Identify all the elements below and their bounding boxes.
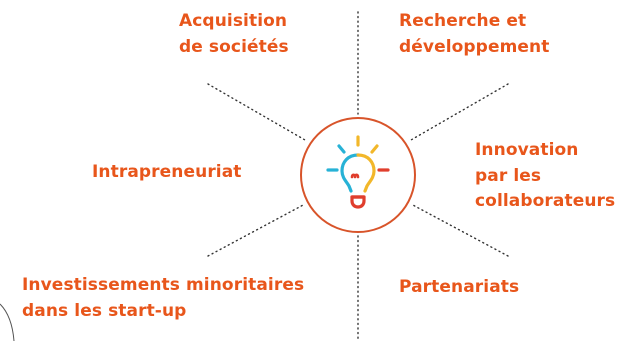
connector-upper-right [410, 83, 509, 141]
branch-innovation: Innovation par les collaborateurs [475, 138, 615, 215]
branch-acquisition-line-1: Acquisition [179, 11, 288, 31]
branch-innovation-line-3: collaborateurs [475, 191, 616, 211]
branch-innovation-line-1: Innovation [475, 140, 579, 160]
branch-investissements-line-2: dans les start-up [22, 300, 187, 321]
branch-intrapreneuriat: Intrapreneuriat [92, 160, 242, 186]
lightbulb-icon [326, 135, 390, 209]
branch-investissements: Investissements minoritaires dans les st… [22, 273, 304, 324]
branch-recherche-line-1: Recherche et [399, 11, 527, 31]
branch-intrapreneuriat-line-1: Intrapreneuriat [92, 162, 242, 182]
branch-partenariats: Partenariats [399, 275, 519, 301]
branch-recherche: Recherche et développement [399, 9, 549, 60]
connector-lower-right [410, 203, 509, 257]
branch-investissements-line-1: Investissements minoritaires [22, 275, 305, 295]
center-circle [300, 117, 416, 233]
branch-partenariats-line-1: Partenariats [399, 277, 520, 297]
branch-recherche-line-2: développement [399, 36, 550, 57]
branch-acquisition: Acquisition de sociétés [179, 9, 289, 60]
branch-innovation-line-2: par les [475, 165, 542, 186]
connector-lower-left [207, 203, 306, 257]
branch-acquisition-line-2: de sociétés [179, 36, 289, 57]
corner-arc-decoration [0, 303, 15, 341]
connector-upper-left [207, 83, 306, 141]
